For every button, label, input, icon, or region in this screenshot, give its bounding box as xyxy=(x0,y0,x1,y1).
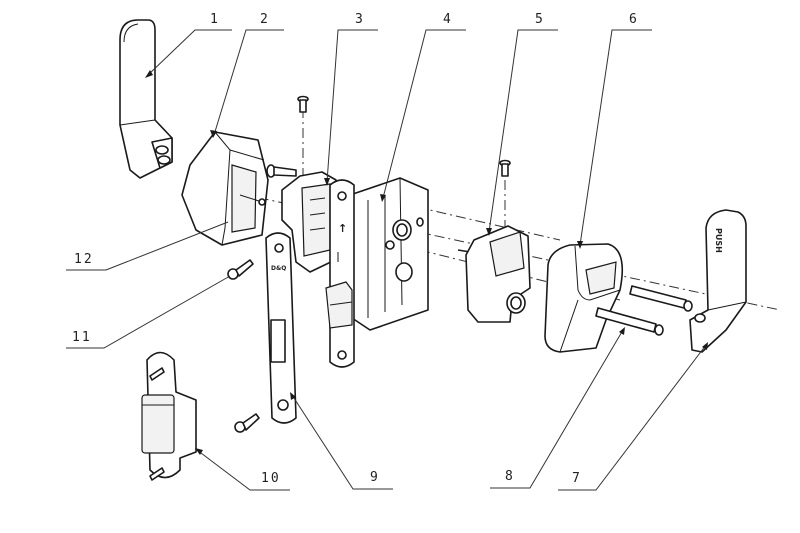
part-9-strike-plate: D&Q xyxy=(265,232,297,424)
callout-7: 7 xyxy=(572,471,582,486)
callout-9: 9 xyxy=(370,470,380,485)
part-2-housing xyxy=(181,131,269,246)
leader-4 xyxy=(382,29,466,199)
callout-11: 11 xyxy=(72,330,92,345)
faceplate-text: D&Q xyxy=(271,265,286,272)
lock-face-arrow: ↑ xyxy=(338,222,347,235)
push-text: PUSH xyxy=(714,228,723,253)
leader-2 xyxy=(213,29,284,136)
leader-3 xyxy=(326,29,378,183)
leader-12 xyxy=(66,221,229,271)
screw-lower xyxy=(234,413,260,433)
main-axis xyxy=(199,184,781,311)
part-6-housing xyxy=(544,243,624,353)
callout-3: 3 xyxy=(355,12,365,27)
screw-top-right xyxy=(499,159,511,177)
leader-9 xyxy=(291,394,393,490)
leader-lines xyxy=(66,29,708,491)
leader-7 xyxy=(558,344,707,491)
leader-6 xyxy=(579,29,652,246)
callout-6: 6 xyxy=(629,12,639,27)
part-4-lock-body xyxy=(349,177,429,331)
part-5-block xyxy=(457,225,531,323)
screw-11 xyxy=(227,259,254,280)
callout-5: 5 xyxy=(535,12,545,27)
callout-10: 10 xyxy=(261,471,281,486)
callout-4: 4 xyxy=(443,12,453,27)
part-10-strike-box xyxy=(141,351,197,481)
part-3-cassette xyxy=(281,171,337,273)
part-8-pins xyxy=(595,285,693,336)
leader-5 xyxy=(488,29,558,233)
callout-2: 2 xyxy=(260,12,270,27)
part-4-faceplate: ↑ xyxy=(325,179,355,368)
callout-1: 1 xyxy=(210,12,220,27)
leader-11 xyxy=(66,275,231,349)
callout-12: 12 xyxy=(74,252,94,267)
callout-labels: 1 2 3 4 5 6 7 8 9 10 11 12 xyxy=(72,12,639,486)
part-7-push-lever: PUSH xyxy=(689,209,747,353)
screw-top-left xyxy=(297,95,309,113)
screw-horizontal xyxy=(266,164,297,178)
leader-1 xyxy=(147,29,232,76)
part-1-lever xyxy=(119,19,173,179)
callout-8: 8 xyxy=(505,469,515,484)
leader-10 xyxy=(196,449,290,491)
leader-8 xyxy=(490,329,624,489)
